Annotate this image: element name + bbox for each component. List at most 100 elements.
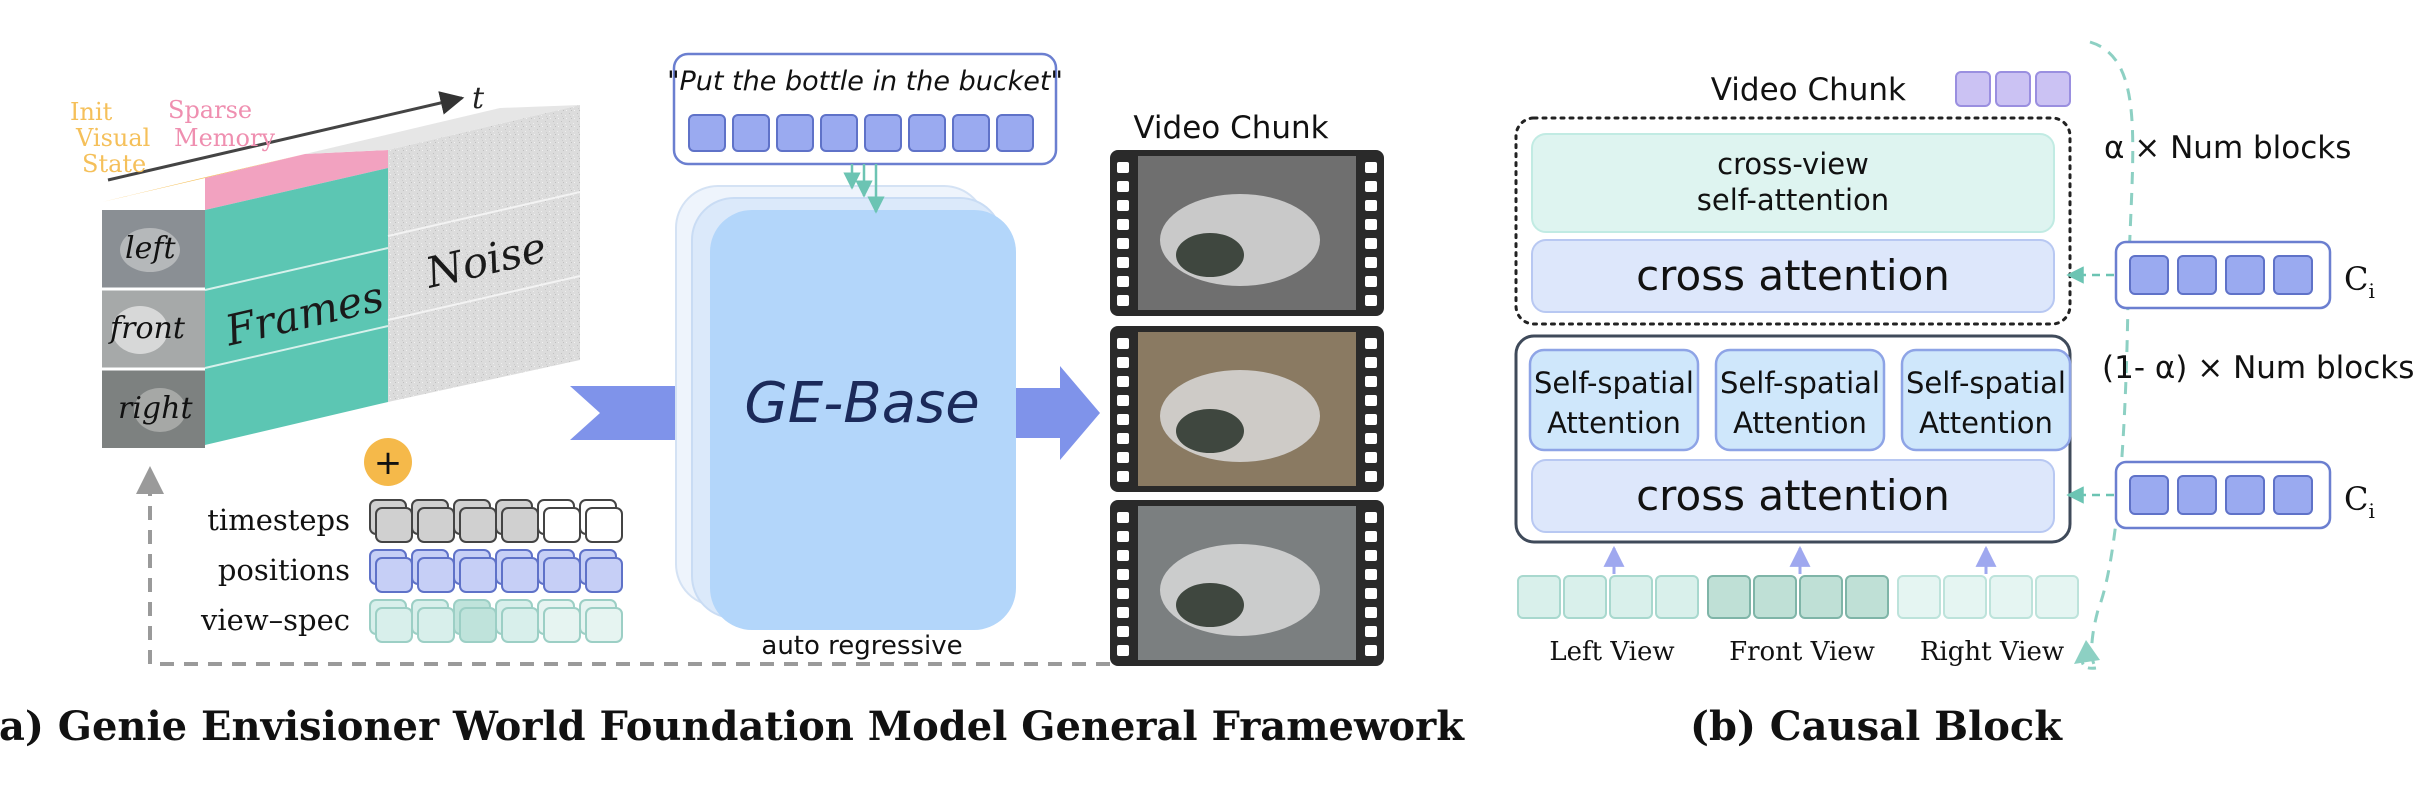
view-spec-tokens [369,599,623,643]
svg-text:+: + [374,443,403,483]
condition-token [2273,475,2313,515]
view-token [1609,575,1653,619]
self-spatial-right-line-1: Self-spatial [1906,366,2066,400]
sparse-memory-top [205,150,388,210]
view-right-label: right [118,391,193,426]
timestep-token [459,507,497,543]
timestep-token [417,507,455,543]
condition-top: Ci [2114,240,2375,310]
timesteps-label: timesteps [207,503,350,537]
alpha-block-group [1514,116,2072,326]
init-state-top [102,154,305,202]
one-minus-alpha-label: (1- α) × Num blocks [2102,350,2414,386]
video-chunk-frames [1110,150,1384,666]
time-axis: t [107,81,485,182]
view-spec-label: view–spec [200,603,350,637]
b-video-chunk-label: Video Chunk [1711,72,1906,108]
view-token [2035,575,2079,619]
prompt-text: "Put the bottle in the bucket" [667,66,1063,97]
view-input-arrows [1603,545,1997,574]
view-token [1563,575,1607,619]
view-spec-token [417,607,455,643]
position-tokens [369,549,623,593]
b-video-token [2035,71,2071,107]
view-token [1943,575,1987,619]
init-line-2: Visual [75,124,150,152]
embedding-rows: timesteps positions view–spec [200,499,623,643]
cross-view-line-2: self-attention [1697,183,1889,217]
prompt-token [864,114,902,152]
prompt-tokens [688,114,1034,152]
self-spatial-front-line-2: Attention [1733,406,1867,440]
position-token [585,557,623,593]
condition-token [2273,255,2313,295]
view-token [1845,575,1889,619]
condition-bottom-tokens [2129,475,2313,515]
condition-bottom: Ci [2114,460,2375,530]
auto-regressive-label: auto regressive [761,631,962,661]
view-token [1707,575,1751,619]
cross-attention-bottom [1531,459,2055,533]
condition-token [2129,475,2169,515]
right-view-label: Right View [1920,637,2064,667]
condition-token [2225,255,2265,295]
condition-bottom-label: Ci [2344,480,2375,523]
time-axis-label: t [472,81,485,116]
frames-block [205,168,388,445]
position-token [459,557,497,593]
view-spec-token [375,607,413,643]
self-spatial-blocks: Self-spatial Attention Self-spatial Atte… [1528,348,2072,452]
alpha-blocks-label: α × Num blocks [2104,130,2351,166]
panel-a: t Init Visual State Sparse Memory Frames… [0,52,1465,750]
caption-b: (b) Causal Block [1690,703,2063,750]
timestep-tokens [369,499,623,543]
cross-view-line-1: cross-view [1717,147,1869,181]
view-token [1989,575,2033,619]
position-token [417,557,455,593]
view-token [1897,575,1941,619]
ge-base-model: GE-Base [675,185,1016,630]
condition-token [2129,255,2169,295]
prompt-arrows [843,164,885,214]
positions-label: positions [218,553,350,587]
timestep-token [543,507,581,543]
view-token-groups [1517,575,2079,619]
self-spatial-left-line-2: Attention [1547,406,1681,440]
timestep-token [375,507,413,543]
self-spatial-front-line-1: Self-spatial [1720,366,1880,400]
b-video-chunk-tokens [1955,71,2071,107]
ge-base-label: GE-Base [744,371,979,436]
condition-top-tokens [2129,255,2313,295]
panel-b: Video Chunk cross-view self-attention cr… [1514,40,2414,750]
autoregressive-loop [148,478,1110,666]
timestep-token [585,507,623,543]
self-spatial-left-line-1: Self-spatial [1534,366,1694,400]
loop-arrowhead [136,466,164,494]
view-token [1753,575,1797,619]
condition-token [2177,255,2217,295]
b-video-token [1955,71,1991,107]
cross-attention-top-label: cross attention [1636,251,1950,300]
timestep-token [501,507,539,543]
sparse-memory-label: Sparse Memory [168,96,275,152]
view-token [1655,575,1699,619]
init-line-3: State [82,150,146,178]
view-faces: left front right [102,210,205,448]
plus-icon: + [364,438,412,486]
self-spatial-right [1900,348,2072,452]
cross-attention-bottom-label: cross attention [1636,471,1950,520]
prompt-token [688,114,726,152]
view-front-label: front [108,311,186,346]
output-arrow [1016,366,1100,460]
video-chunk-label: Video Chunk [1133,110,1328,146]
left-view-label: Left View [1549,637,1674,667]
view-spec-token [501,607,539,643]
cross-view-self-attention [1531,133,2055,233]
self-spatial-front [1714,348,1886,452]
caption-a: (a) Genie Envisioner World Foundation Mo… [0,703,1465,750]
condition-token [2225,475,2265,515]
self-spatial-left [1528,348,1700,452]
view-left-label: left [125,231,176,266]
init-line-1: Init [70,98,113,126]
